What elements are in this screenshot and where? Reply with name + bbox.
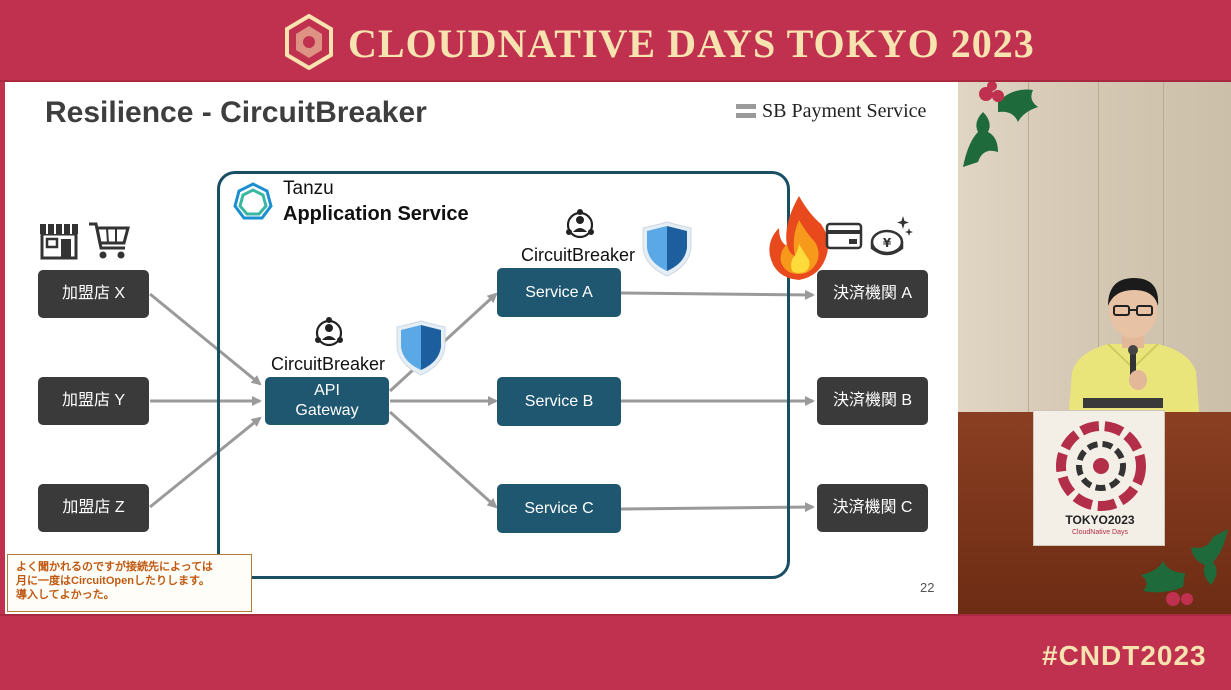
conference-title: CLOUDNATIVE DAYS TOKYO 2023 [348,21,1035,66]
gateway-circuit-breaker-label: CircuitBreaker [271,354,386,374]
platform-boundary [217,171,790,579]
cart-icon [89,222,130,259]
yen-coin-icon: ¥ [870,216,913,256]
conference-logo-icon [285,14,333,70]
platform-name-line1: Tanzu [283,178,334,199]
sign-logo-icon [1056,421,1146,511]
credit-card-icon [825,222,863,250]
company-logo-icon [736,104,756,118]
speaker-note-line1: よく聞かれるのですが接続先によっては [16,561,213,573]
sign-text: TOKYO2023 [1065,513,1135,527]
slide-title: Resilience - CircuitBreaker [45,96,427,129]
merchant-x-node: 加盟店 X [38,270,149,318]
user-network-icon [566,209,594,239]
presentation-slide: Resilience - CircuitBreaker SB Payment S… [5,82,958,614]
speaker-note-line2: 月に一度はCircuitOpenしたりします。 [16,575,210,587]
shop-icon [40,224,78,260]
service-a-node: Service A [497,268,621,317]
arrow-a-payment [620,289,815,300]
payment-institution-c-node: 決済機関 C [817,484,928,532]
service-c-node: Service C [497,484,621,533]
podium-sign: TOKYO2023 CloudNative Days [1033,410,1165,546]
page-number: 22 [920,580,935,595]
merchant-y-node: 加盟店 Y [38,377,149,425]
bottom-banner: #CNDT2023 [0,614,1231,690]
company-logo: SB Payment Service [736,100,926,122]
holly-decoration-icon [1141,529,1228,606]
arrow-gateway-c [388,410,498,509]
sign-subtext: CloudNative Days [1071,529,1129,536]
shield-icon [396,320,446,376]
speaker-note: よく聞かれるのですが接続先によっては 月に一度はCircuitOpenしたりしま… [7,554,252,612]
arrow-c-payment [620,502,815,513]
platform-name-line2: Application Service [283,203,469,225]
payment-institution-a-node: 決済機関 A [817,270,928,318]
company-logo-text: SB Payment Service [762,99,927,122]
speaker-figure [1068,278,1200,422]
tanzu-logo-icon [233,182,273,220]
services-circuit-breaker-label: CircuitBreaker [521,245,636,265]
merchant-z-node: 加盟店 Z [38,484,149,532]
user-network-icon [315,317,343,347]
payment-institution-b-node: 決済機関 B [817,377,928,425]
speaker-note-line3: 導入してよかった。 [16,589,115,601]
top-banner: CLOUDNATIVE DAYS TOKYO 2023 [0,0,1231,82]
api-gateway-line1: API [314,382,340,399]
svg-text:¥: ¥ [883,236,892,250]
shield-icon [642,221,692,277]
fire-icon [769,196,829,280]
arrow-z-gateway [149,416,262,509]
api-gateway-line2: Gateway [295,402,359,419]
holly-decoration-icon [963,82,1038,167]
event-hashtag: #CNDT2023 [1042,640,1207,671]
speaker-camera: TOKYO2023 CloudNative Days [958,82,1231,614]
service-b-node: Service B [497,377,621,426]
arrow-x-gateway [149,292,262,386]
flow-arrows [149,289,815,513]
api-gateway-node: API Gateway [265,377,389,425]
